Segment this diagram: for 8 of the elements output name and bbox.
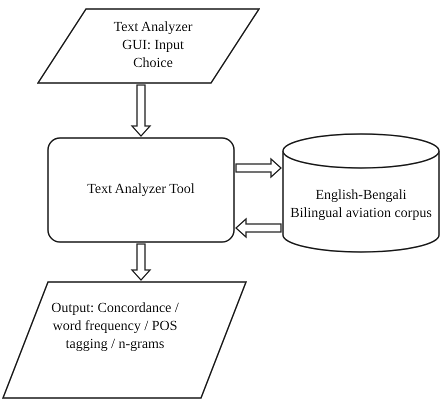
hollow-arrow: [235, 158, 282, 178]
node-label: Text Analyzer GUI: Input Choice: [112, 18, 194, 74]
hollow-arrow: [130, 84, 152, 137]
node-label: English-Bengali Bilingual aviation corpus: [290, 186, 432, 223]
node-label: Output: Concordance / word frequency / POS tagging / n-grams: [50, 300, 180, 354]
node-label: Text Analyzer Tool: [87, 180, 195, 199]
hollow-arrow: [235, 218, 282, 238]
hollow-arrow: [130, 243, 152, 281]
